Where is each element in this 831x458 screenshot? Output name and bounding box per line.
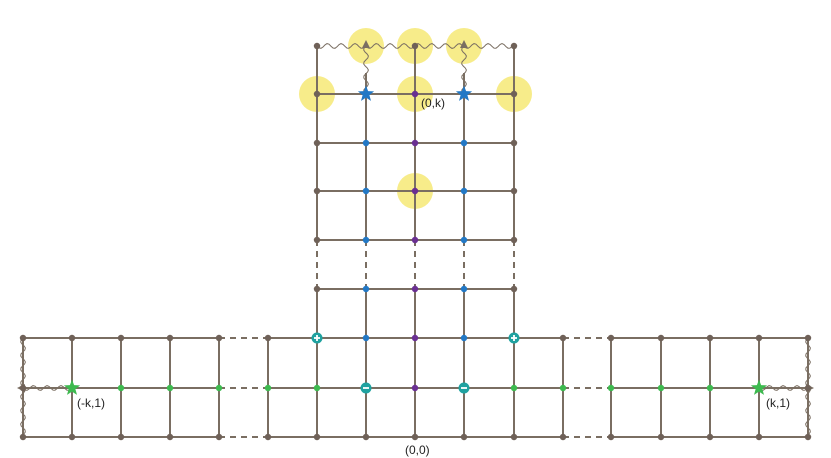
lattice-node: [657, 334, 665, 342]
special-marker-layer: [63, 85, 768, 395]
star-marker: [63, 379, 81, 395]
lattice-node: [411, 285, 419, 293]
lattice-node: [559, 384, 567, 392]
lattice-node: [607, 334, 615, 342]
lattice-node: [411, 433, 419, 441]
lattice-node: [362, 433, 370, 441]
lattice-node: [264, 433, 272, 441]
lattice-node: [362, 236, 370, 244]
lattice-node: [215, 334, 223, 342]
lattice-node: [313, 139, 321, 147]
lattice-node: [411, 236, 419, 244]
lattice-node: [510, 90, 518, 98]
star-marker: [357, 85, 375, 101]
lattice-node: [362, 285, 370, 293]
lattice-node: [362, 139, 370, 147]
lattice-node: [313, 42, 321, 50]
lattice-node: [166, 433, 174, 441]
lattice-node: [607, 433, 615, 441]
arrow-head: [460, 40, 468, 48]
wavy-edge: [363, 45, 369, 95]
lattice-node: [510, 236, 518, 244]
lattice-node: [755, 334, 763, 342]
lattice-node: [706, 433, 714, 441]
lattice-node: [804, 334, 812, 342]
lattice-node: [607, 384, 615, 392]
lattice-node: [313, 90, 321, 98]
lattice-node: [411, 187, 419, 195]
lattice-node: [313, 433, 321, 441]
wavy-edge: [461, 45, 467, 95]
node-layer: [19, 42, 812, 441]
lattice-node: [657, 433, 665, 441]
lattice-node: [411, 90, 419, 98]
lattice-node: [510, 433, 518, 441]
lattice-node: [117, 384, 125, 392]
lattice-node: [68, 433, 76, 441]
arrow-head: [362, 40, 370, 48]
lattice-node: [706, 334, 714, 342]
lattice-node: [460, 187, 468, 195]
lattice-node: [510, 187, 518, 195]
lattice-node: [411, 334, 419, 342]
lattice-node: [117, 334, 125, 342]
lattice-node: [19, 384, 27, 392]
wavy-edge: [316, 43, 366, 49]
lattice-node: [411, 42, 419, 50]
lattice-node: [19, 334, 27, 342]
lattice-node: [804, 433, 812, 441]
wavy-edge: [758, 385, 808, 391]
lattice-node: [460, 334, 468, 342]
star-marker: [455, 85, 473, 101]
label-left-star: (-k,1): [77, 396, 105, 410]
lattice-node: [460, 285, 468, 293]
lattice-node: [411, 384, 419, 392]
label-layer: (0,k) (-k,1) (k,1) (0,0): [77, 96, 790, 457]
lattice-node: [510, 285, 518, 293]
lattice-node: [215, 384, 223, 392]
lattice-node: [510, 384, 518, 392]
lattice-node: [313, 285, 321, 293]
lattice-node: [166, 384, 174, 392]
wavy-edge: [22, 385, 72, 391]
lattice-node: [559, 334, 567, 342]
lattice-node: [313, 384, 321, 392]
lattice-node: [362, 187, 370, 195]
wavy-edge: [463, 43, 515, 49]
lattice-node: [706, 384, 714, 392]
lattice-node: [804, 384, 812, 392]
lattice-node: [460, 236, 468, 244]
lattice-node: [215, 433, 223, 441]
lattice-node: [460, 433, 468, 441]
lattice-node: [460, 139, 468, 147]
label-origin: (0,0): [405, 443, 430, 457]
lattice-node: [117, 433, 125, 441]
star-marker: [750, 379, 768, 395]
label-right-star: (k,1): [766, 396, 790, 410]
lattice-node: [313, 187, 321, 195]
lattice-node: [68, 334, 76, 342]
lattice-node: [264, 384, 272, 392]
lattice-node: [19, 433, 27, 441]
lattice-node: [510, 139, 518, 147]
lattice-node: [264, 334, 272, 342]
lattice-node: [362, 334, 370, 342]
lattice-node: [166, 334, 174, 342]
lattice-node: [313, 236, 321, 244]
lattice-node: [657, 384, 665, 392]
lattice-node: [559, 433, 567, 441]
lattice-node: [411, 139, 419, 147]
lattice-node: [510, 42, 518, 50]
label-top-center: (0,k): [421, 96, 445, 110]
lattice-node: [755, 433, 763, 441]
